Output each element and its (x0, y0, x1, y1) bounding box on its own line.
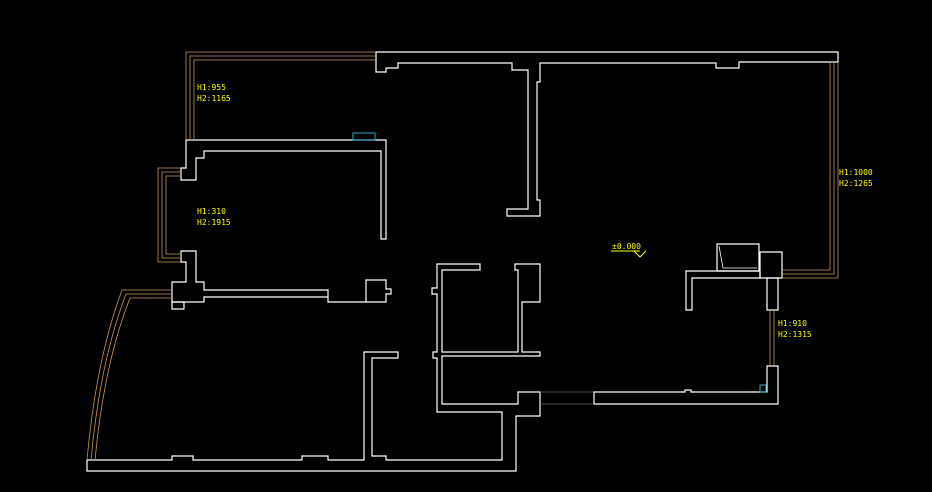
annotation-h1: H1:910 (778, 319, 807, 328)
annotation-h2: H2:1265 (839, 179, 873, 188)
wall-right-column (766, 277, 779, 311)
window-annotations: H1:955 H2:1165 H1:310 H2:1915 H1:1000 H2… (197, 83, 873, 339)
annotation-h1: H1:955 (197, 83, 226, 92)
window-top-left (185, 51, 376, 140)
highlights (352, 132, 767, 393)
window-curved-left (86, 289, 172, 461)
annotation-h2: H2:1165 (197, 94, 231, 103)
wall-right-block (759, 251, 783, 279)
annotation-h2: H2:1915 (197, 218, 231, 227)
window-mid-left (157, 167, 181, 263)
wall-left-mid (171, 250, 392, 303)
level-marker-triangle-icon (611, 250, 647, 258)
appliance-inner (718, 245, 757, 269)
wall-left-mid-stub (171, 301, 185, 310)
level-marker: ±0.000 (611, 242, 647, 258)
wall-bottom-left (86, 263, 541, 472)
drain-marker (759, 384, 767, 393)
level-marker-text: ±0.000 (612, 242, 641, 251)
window-right-lower (769, 310, 775, 366)
annotation-h1: H1:310 (197, 207, 226, 216)
window-right-upper (782, 62, 839, 279)
appliance-box (716, 243, 760, 272)
windows (86, 51, 839, 461)
door-threshold (540, 391, 594, 405)
wall-top (375, 51, 839, 217)
wall-left-upper-room (180, 139, 387, 240)
annotation-h1: H1:1000 (839, 168, 873, 177)
wall-right-counter (685, 270, 761, 311)
wall-bottom-right (593, 365, 779, 405)
walls (86, 51, 839, 472)
vent-marker (352, 132, 376, 141)
annotation-h2: H2:1315 (778, 330, 812, 339)
